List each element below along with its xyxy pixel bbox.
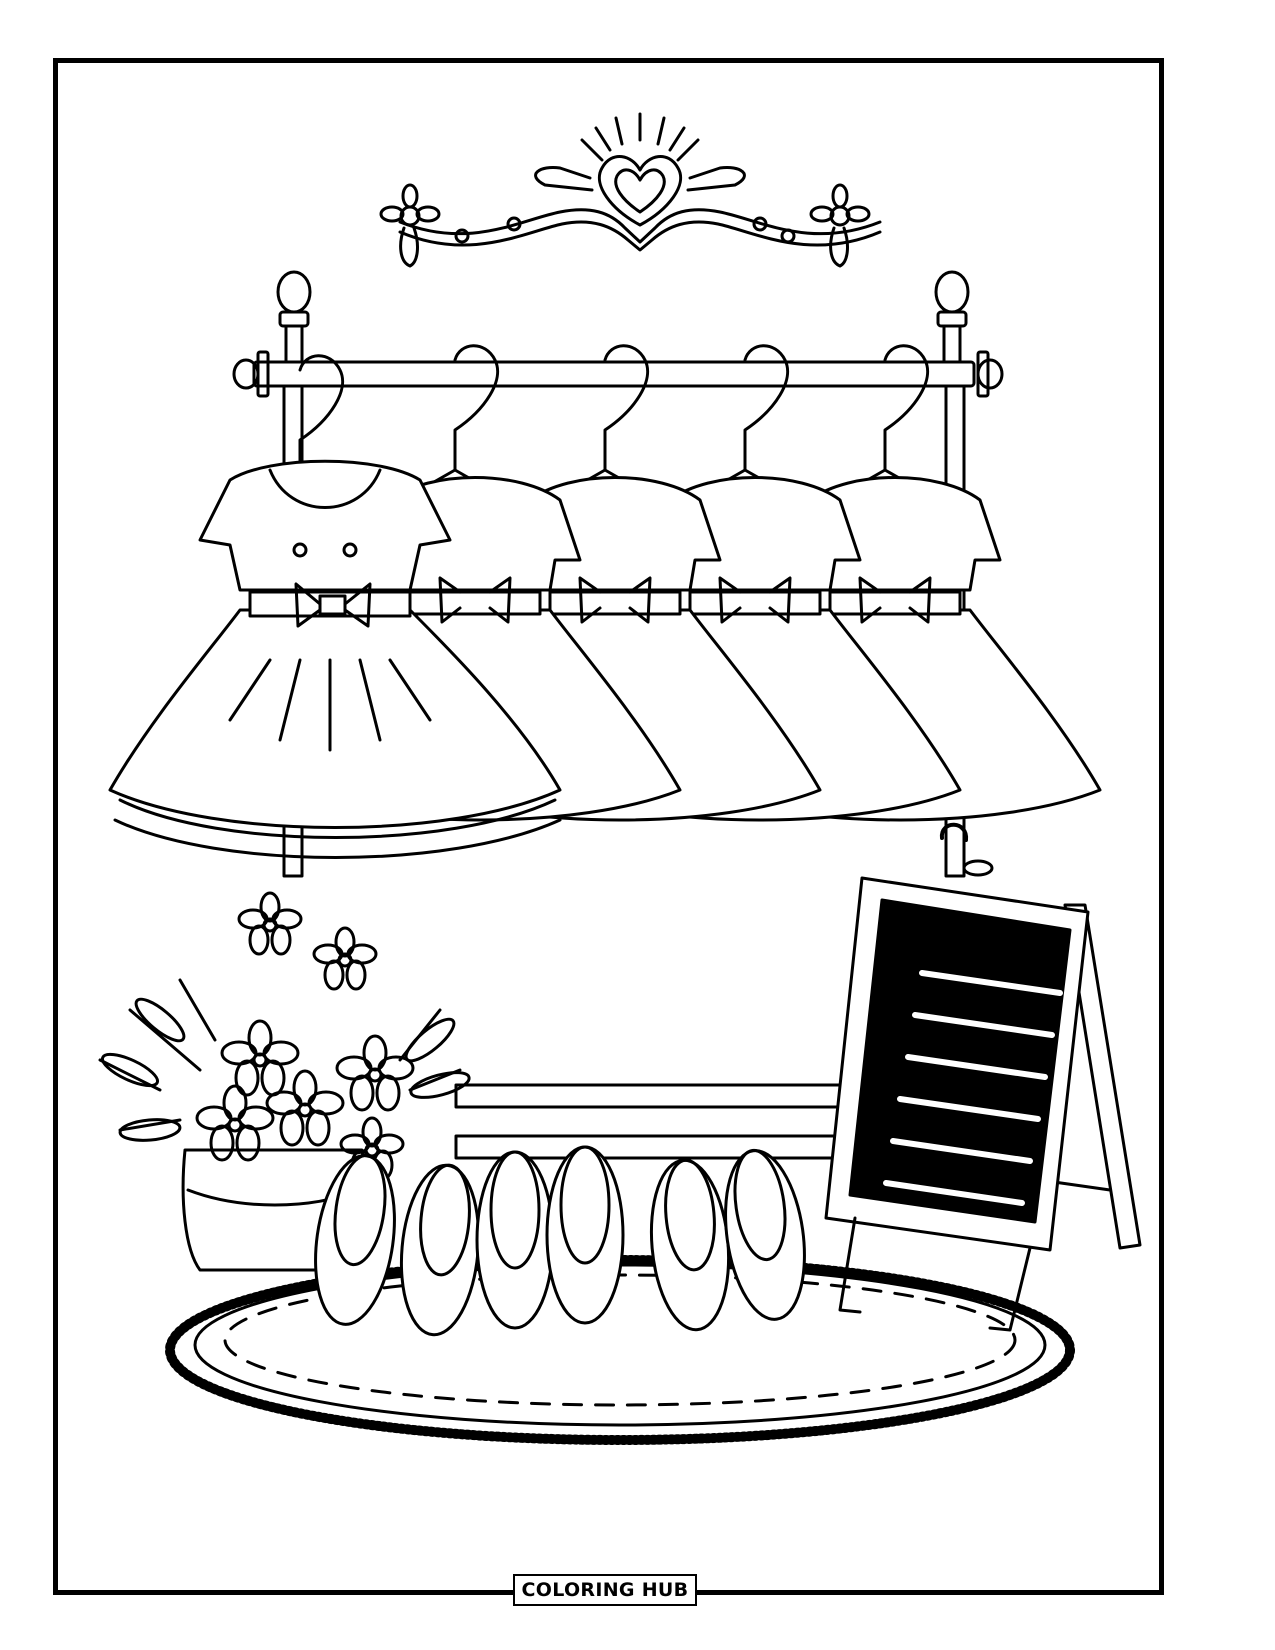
ballet-flats (306, 1146, 815, 1338)
oval-rug (170, 1260, 1070, 1440)
heart-ornament (381, 114, 880, 266)
flower-icon (381, 185, 520, 266)
dress (110, 461, 560, 857)
sun-rays-icon (536, 114, 745, 190)
coloring-hub-logo: COLORING HUB (513, 1574, 697, 1606)
flower-icon (754, 185, 869, 266)
chalkboard-sign (826, 825, 1140, 1330)
chalk-lines (886, 973, 1060, 1203)
